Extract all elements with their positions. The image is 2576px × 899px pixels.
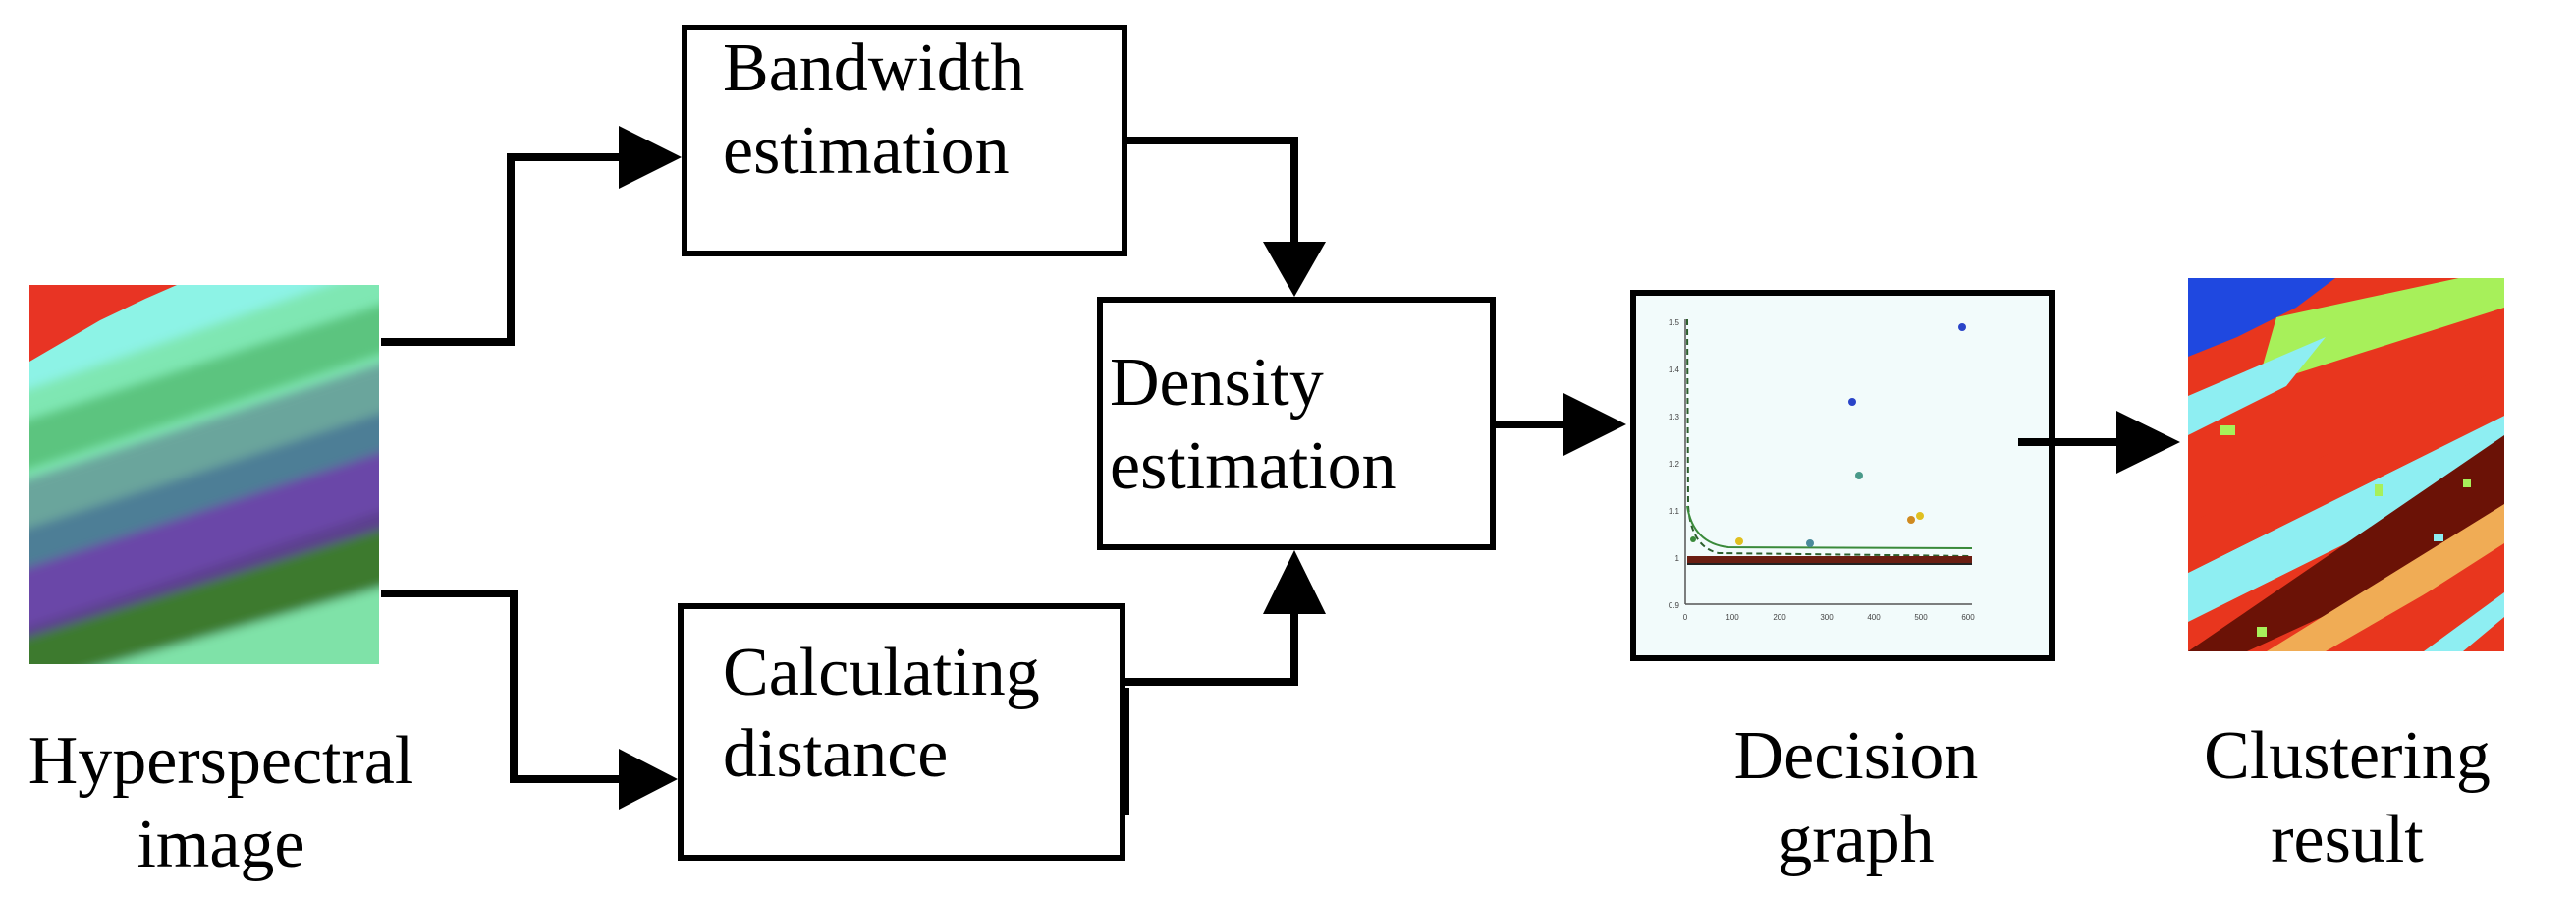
x-tick-label: 100 — [1726, 613, 1739, 622]
decision-point — [1690, 536, 1696, 542]
arrowhead-right — [619, 749, 678, 810]
x-tick-label: 0 — [1683, 613, 1688, 622]
decision-graph-plot: 1.5 1.4 1.3 1.2 1.1 1 0.9 0 100 200 300 … — [1630, 290, 2055, 661]
clustering-result-caption-line2: result — [2271, 802, 2424, 877]
decision-graph-caption-line2: graph — [1778, 802, 1935, 877]
decision-graph-caption-line1: Decision — [1733, 718, 1979, 794]
y-tick-label: 1.2 — [1669, 460, 1680, 469]
calculating-distance-label-line2: distance — [723, 716, 949, 792]
arrowhead-right — [2116, 411, 2180, 474]
calculating-distance-label-line1: Calculating — [723, 635, 1040, 710]
connector-bandwidth-to-density — [1127, 137, 1298, 242]
y-tick-label: 1 — [1675, 554, 1680, 563]
decision-point — [1958, 323, 1966, 331]
y-tick-label: 1.4 — [1669, 365, 1680, 374]
density-estimation-label-line1: Density — [1110, 345, 1324, 421]
y-tick-label: 1.1 — [1669, 507, 1680, 516]
decision-point — [1735, 537, 1743, 545]
dense-points-band — [1687, 556, 1972, 564]
decision-point — [1907, 516, 1915, 524]
bandwidth-estimation-label-line1: Bandwidth — [723, 30, 1025, 106]
clustering-result-thumbnail — [2188, 278, 2504, 651]
arrowhead-up — [1263, 550, 1326, 614]
y-tick-label: 1.5 — [1669, 318, 1680, 327]
x-tick-label: 200 — [1773, 613, 1786, 622]
x-tick-label: 500 — [1914, 613, 1928, 622]
decision-point — [1916, 512, 1924, 520]
calculating-distance-box — [678, 603, 1125, 861]
density-estimation-box — [1097, 297, 1496, 550]
arrowhead-right — [619, 126, 682, 189]
density-estimation-label-line2: estimation — [1110, 428, 1397, 504]
decision-point — [1806, 539, 1814, 547]
arrowhead-down — [1263, 242, 1326, 297]
bandwidth-estimation-box — [682, 25, 1127, 256]
hyperspectral-image-thumbnail — [29, 285, 379, 664]
x-tick-label: 400 — [1867, 613, 1881, 622]
x-tick-label: 600 — [1961, 613, 1975, 622]
arrowhead-right — [1563, 393, 1626, 456]
threshold-curve-solid — [1686, 505, 1973, 549]
y-tick-label: 0.9 — [1669, 601, 1680, 610]
hyperspectral-image-caption-line2: image — [137, 807, 305, 882]
bandwidth-estimation-label-line2: estimation — [723, 113, 1010, 189]
connector-distance-to-density — [1125, 614, 1298, 686]
connector-to-bandwidth — [381, 153, 619, 346]
decision-point — [1848, 398, 1856, 406]
decision-point — [1855, 472, 1863, 479]
connector-to-distance — [381, 590, 619, 783]
hyperspectral-image-caption-line1: Hyperspectral — [27, 723, 414, 799]
x-tick-label: 300 — [1820, 613, 1834, 622]
y-tick-label: 1.3 — [1669, 413, 1680, 421]
clustering-result-caption-line1: Clustering — [2204, 718, 2491, 794]
